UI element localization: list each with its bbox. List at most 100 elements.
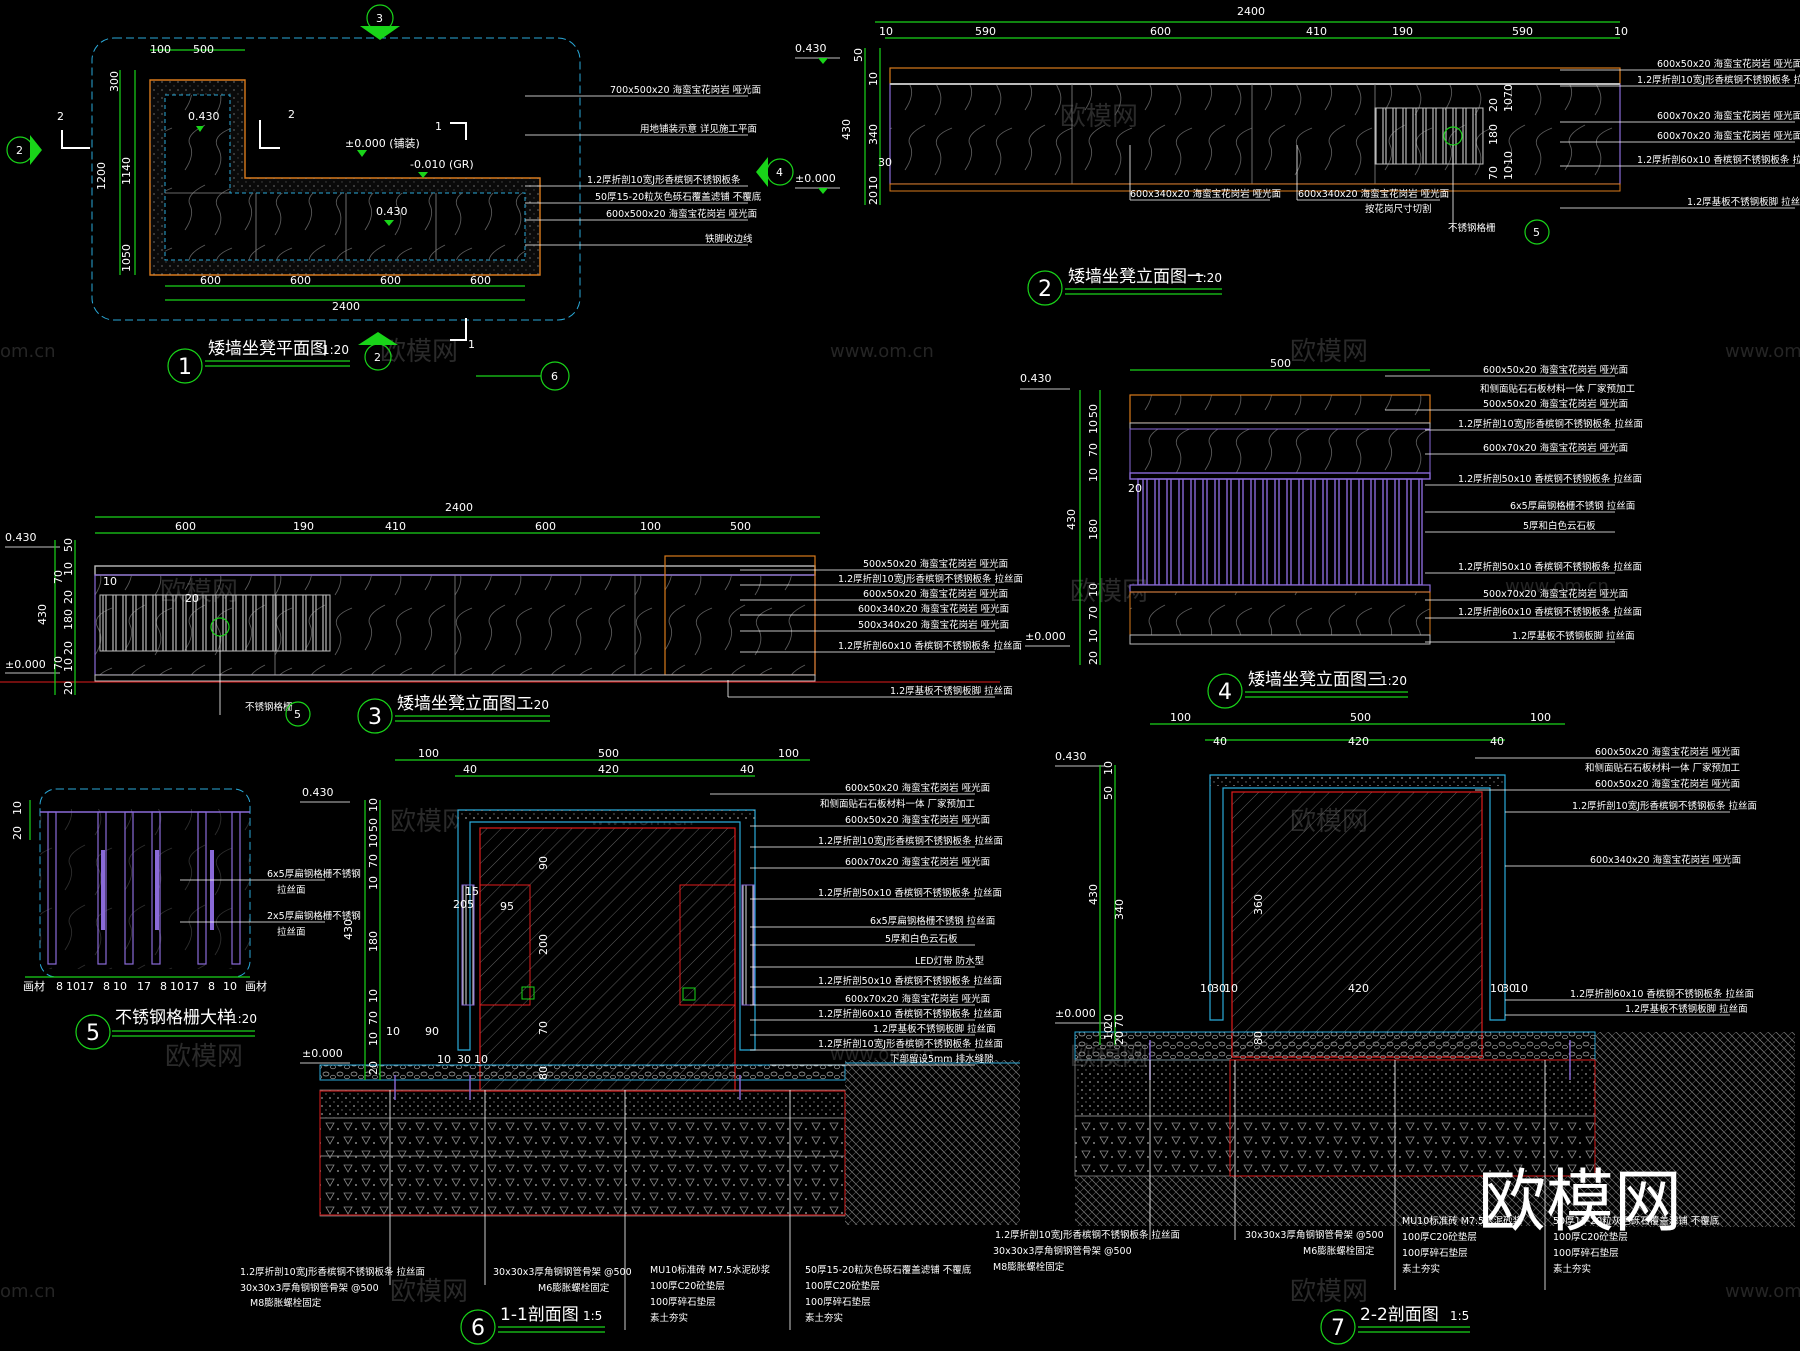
svg-text:30: 30 xyxy=(1502,982,1516,995)
svg-text:8: 8 xyxy=(208,980,215,993)
svg-text:10: 10 xyxy=(1514,982,1528,995)
svg-text:1.2厚基板不锈钢板脚 拉丝面: 1.2厚基板不锈钢板脚 拉丝面 xyxy=(1512,630,1635,642)
svg-text:70: 70 xyxy=(52,656,65,670)
svg-text:90: 90 xyxy=(537,856,550,870)
svg-text:180: 180 xyxy=(1487,124,1500,145)
svg-text:素土夯实: 素土夯实 xyxy=(1402,1263,1440,1275)
section-2-view: 100 500 100 40 420 40 0.430 ±0.000 10 50… xyxy=(993,711,1795,1345)
svg-text:10: 10 xyxy=(1087,629,1100,643)
svg-text:素土夯实: 素土夯实 xyxy=(650,1312,688,1324)
svg-text:1.2厚折剖10宽J形香槟钢不锈钢板条 拉丝面: 1.2厚折剖10宽J形香槟钢不锈钢板条 拉丝面 xyxy=(838,573,1023,585)
svg-text:70: 70 xyxy=(1087,443,1100,457)
section-1-bottom-notes: 1.2厚折剖10宽J形香槟钢不锈钢板条 拉丝面 30x30x3厚角钢钢管骨架 @… xyxy=(240,1090,972,1330)
svg-text:30: 30 xyxy=(878,156,892,169)
svg-text:500: 500 xyxy=(1270,357,1291,370)
plan-dim-bottom: 600 xyxy=(290,274,311,287)
svg-text:70: 70 xyxy=(367,1011,380,1025)
svg-text:10: 10 xyxy=(1490,982,1504,995)
plan-dim-left: 1200 xyxy=(95,162,108,190)
svg-text:1.2厚基板不锈钢板脚 拉丝面: 1.2厚基板不锈钢板脚 拉丝面 xyxy=(890,685,1013,697)
elevation-1-view: 2400 10 590 600 410 190 590 10 0.430 ±0.… xyxy=(795,5,1800,306)
svg-text:10: 10 xyxy=(1224,982,1238,995)
svg-text:190: 190 xyxy=(1392,25,1413,38)
svg-text:10: 10 xyxy=(1102,761,1115,775)
svg-text:3: 3 xyxy=(376,12,383,25)
plan-dim-left: 1140 xyxy=(120,157,133,185)
svg-text:600x340x20 海蛮宝花岗岩 哑光面: 600x340x20 海蛮宝花岗岩 哑光面 xyxy=(858,603,1009,615)
svg-text:600x70x20 海蛮宝花岗岩 哑光面: 600x70x20 海蛮宝花岗岩 哑光面 xyxy=(1657,130,1800,142)
svg-text:3: 3 xyxy=(368,705,382,730)
svg-text:20: 20 xyxy=(62,590,75,604)
svg-text:MU10标准砖 M7.5水泥砂浆: MU10标准砖 M7.5水泥砂浆 xyxy=(650,1264,771,1276)
svg-text:7: 7 xyxy=(1331,1316,1345,1341)
svg-text:10: 10 xyxy=(879,25,893,38)
svg-text:20: 20 xyxy=(1487,98,1500,112)
svg-text:600x50x20 海蛮宝花岗岩 哑光面: 600x50x20 海蛮宝花岗岩 哑光面 xyxy=(863,588,1008,600)
svg-text:20: 20 xyxy=(867,191,880,205)
watermark: om.cn xyxy=(0,341,56,362)
svg-text:和侧面贴石石板材料一体 厂家预加工: 和侧面贴石石板材料一体 厂家预加工 xyxy=(1585,762,1741,774)
svg-text:190: 190 xyxy=(293,520,314,533)
svg-text:180: 180 xyxy=(62,609,75,630)
svg-text:30x30x3厚角钢钢管骨架 @500: 30x30x3厚角钢钢管骨架 @500 xyxy=(493,1266,632,1278)
svg-text:10: 10 xyxy=(113,980,127,993)
svg-text:M6膨胀螺栓固定: M6膨胀螺栓固定 xyxy=(1303,1245,1375,1257)
svg-text:矮墙坐凳立面图三: 矮墙坐凳立面图三 xyxy=(1248,670,1384,690)
svg-text:10: 10 xyxy=(62,658,75,672)
section-cut-mark xyxy=(61,130,90,149)
svg-text:1.2厚折剖50x10 香槟钢不锈钢板条 拉丝面: 1.2厚折剖50x10 香槟钢不锈钢板条 拉丝面 xyxy=(1458,473,1642,485)
svg-text:1.2厚折剖60x10 香槟钢不锈钢板条 拉丝面: 1.2厚折剖60x10 香槟钢不锈钢板条 拉丝面 xyxy=(1570,988,1754,1000)
svg-text:8: 8 xyxy=(56,980,63,993)
svg-text:17: 17 xyxy=(137,980,151,993)
elev1-notes-bottom: 600x340x20 海蛮宝花岗岩 哑光面 600x340x20 海蛮宝花岗岩 … xyxy=(1129,145,1550,245)
svg-text:矮墙坐凳立面图一: 矮墙坐凳立面图一 xyxy=(1068,267,1204,287)
plan-dim-bottom: 600 xyxy=(200,274,221,287)
svg-text:1.2厚折剖10宽J形香槟钢不锈钢板条 拉丝面: 1.2厚折剖10宽J形香槟钢不锈钢板条 拉丝面 xyxy=(995,1229,1180,1241)
svg-text:1.2厚折剖10宽J形香槟钢不锈钢板条 拉丝面: 1.2厚折剖10宽J形香槟钢不锈钢板条 拉丝面 xyxy=(1637,74,1800,86)
svg-text:M8膨胀螺栓固定: M8膨胀螺栓固定 xyxy=(993,1261,1065,1273)
svg-text:1:20: 1:20 xyxy=(322,343,349,357)
svg-text:1.2厚基板不锈钢板脚 拉丝面: 1.2厚基板不锈钢板脚 拉丝面 xyxy=(1625,1003,1748,1015)
svg-text:8: 8 xyxy=(103,980,110,993)
svg-text:600x50x20 海蛮宝花岗岩 哑光面: 600x50x20 海蛮宝花岗岩 哑光面 xyxy=(1595,746,1740,758)
svg-text:100厚C20砼垫层: 100厚C20砼垫层 xyxy=(650,1280,725,1292)
callout-4-right: 4 xyxy=(756,157,794,187)
level-label: -0.010 (GR) xyxy=(410,158,474,171)
svg-text:180: 180 xyxy=(1087,519,1100,540)
svg-text:1.2厚折剖60x10 香槟钢不锈钢板条 拉丝面: 1.2厚折剖60x10 香槟钢不锈钢板条 拉丝面 xyxy=(818,1008,1002,1020)
svg-text:1-1剖面图: 1-1剖面图 xyxy=(500,1305,579,1325)
svg-text:10: 10 xyxy=(11,801,24,815)
callout-2-left: 2 xyxy=(6,135,42,165)
svg-text:10: 10 xyxy=(867,176,880,190)
svg-text:40: 40 xyxy=(1490,735,1504,748)
svg-text:30x30x3厚角钢钢管骨架 @500: 30x30x3厚角钢钢管骨架 @500 xyxy=(993,1245,1132,1257)
svg-text:600x50x20 海蛮宝花岗岩 哑光面: 600x50x20 海蛮宝花岗岩 哑光面 xyxy=(1657,58,1800,70)
svg-text:100: 100 xyxy=(418,747,439,760)
svg-text:10: 10 xyxy=(367,834,380,848)
svg-text:30x30x3厚角钢钢管骨架 @500: 30x30x3厚角钢钢管骨架 @500 xyxy=(1245,1229,1384,1241)
svg-text:不锈钢格栅: 不锈钢格栅 xyxy=(245,701,293,713)
svg-text:410: 410 xyxy=(385,520,406,533)
elev1-dim-total: 2400 xyxy=(1237,5,1265,18)
svg-text:100厚碎石垫层: 100厚碎石垫层 xyxy=(1402,1247,1468,1259)
svg-text:不锈钢格栅大样: 不锈钢格栅大样 xyxy=(115,1008,234,1028)
svg-text:1.2厚折剖10宽J形香槟钢不锈钢板条 拉丝面: 1.2厚折剖10宽J形香槟钢不锈钢板条 拉丝面 xyxy=(818,835,1003,847)
svg-text:50: 50 xyxy=(1102,786,1115,800)
svg-text:M8膨胀螺栓固定: M8膨胀螺栓固定 xyxy=(250,1297,322,1309)
svg-text:70: 70 xyxy=(537,1021,550,1035)
plan-boundary xyxy=(91,37,581,321)
svg-text:10: 10 xyxy=(170,980,184,993)
section-1-notes: 600x50x20 海蛮宝花岗岩 哑光面 和侧面贴石石板材料一体 厂家预加工 6… xyxy=(710,782,1003,1066)
svg-text:2400: 2400 xyxy=(445,501,473,514)
svg-text:5: 5 xyxy=(86,1021,100,1046)
watermark: www.om.cn xyxy=(830,1044,934,1065)
svg-text:2: 2 xyxy=(374,351,381,364)
svg-text:600x70x20 海蛮宝花岗岩 哑光面: 600x70x20 海蛮宝花岗岩 哑光面 xyxy=(845,993,990,1005)
svg-text:1.2厚折剖60x10 香槟钢不锈钢板条 拉丝面: 1.2厚折剖60x10 香槟钢不锈钢板条 拉丝面 xyxy=(1458,606,1642,618)
svg-text:10: 10 xyxy=(867,72,880,86)
svg-text:20: 20 xyxy=(1128,482,1142,495)
svg-text:10: 10 xyxy=(386,1025,400,1038)
plan-dim-left: 1050 xyxy=(120,244,133,272)
elevation-2-view: 2400 600 190 410 600 100 500 10 20 0.430… xyxy=(0,501,1023,734)
svg-text:0.430: 0.430 xyxy=(1020,372,1052,385)
